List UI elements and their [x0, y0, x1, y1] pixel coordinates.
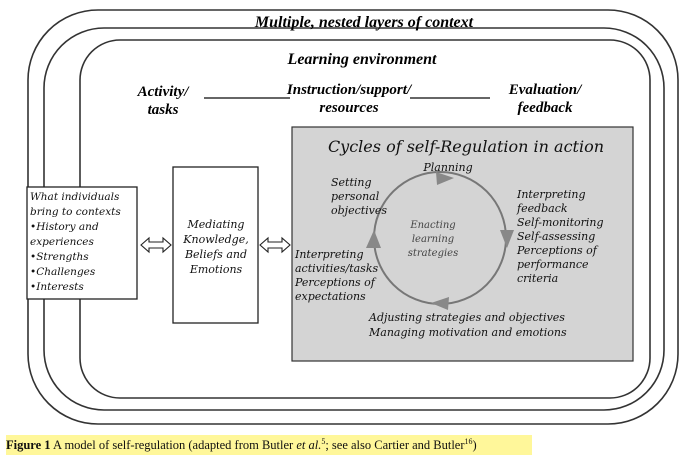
mediating-line: Knowledge,	[182, 233, 248, 246]
feedback-line: Interpreting	[516, 188, 586, 201]
individuals-line: bring to contexts	[30, 206, 121, 218]
caption-text: )	[472, 438, 477, 452]
mediating-line: Emotions	[189, 263, 243, 276]
figure-caption: Figure 1 A model of self-regulation (ada…	[6, 435, 532, 455]
individuals-line: What individuals	[30, 191, 120, 203]
individuals-line: •History and	[30, 221, 99, 233]
setting-line: objectives	[331, 204, 387, 217]
caption-ref: 16	[464, 436, 473, 446]
instruction-label-line2: resources	[319, 100, 378, 116]
double-arrow-icon	[140, 236, 172, 254]
mediating-line: Mediating	[187, 218, 245, 231]
activities-line: Perceptions of	[294, 276, 377, 289]
activity-label-line2: tasks	[148, 102, 179, 118]
individuals-line: •Strengths	[30, 251, 89, 263]
cycles-title: Cycles of self-Regulation in action	[328, 137, 604, 156]
enacting-line: Enacting	[409, 220, 455, 231]
cycle-arrow-icon	[366, 230, 381, 248]
caption-etal: et al.	[296, 438, 322, 452]
individuals-box	[26, 186, 138, 300]
adjusting-line: Managing motivation and emotions	[368, 326, 567, 339]
evaluation-label-line2: feedback	[518, 100, 573, 116]
instruction-label-line1: Instruction/support/	[286, 82, 413, 98]
activities-line: Interpreting	[294, 248, 364, 261]
enacting-line: learning	[412, 234, 454, 245]
feedback-line: feedback	[516, 202, 568, 215]
cycle-arrow-icon	[431, 297, 449, 310]
caption-text: A model of self-regulation (adapted from…	[50, 438, 297, 452]
learning-environment-title: Learning environment	[287, 51, 437, 68]
feedback-line: criteria	[517, 272, 558, 285]
mediating-box	[172, 166, 259, 324]
figure-label: Figure 1	[6, 438, 51, 452]
cycle-arrow-icon	[500, 230, 514, 248]
feedback-line: performance	[517, 258, 589, 271]
feedback-line: Perceptions of	[516, 244, 599, 257]
individuals-line: •Challenges	[30, 266, 96, 278]
cycle-arrow-icon	[436, 172, 454, 185]
double-arrow-icon	[259, 236, 291, 254]
activities-line: activities/tasks	[295, 262, 378, 275]
setting-line: Setting	[331, 176, 372, 189]
activities-line: expectations	[295, 290, 366, 303]
mediating-line: Beliefs and	[184, 248, 247, 261]
outer-context-title: Multiple, nested layers of context	[254, 14, 474, 31]
adjusting-line: Adjusting strategies and objectives	[368, 311, 565, 324]
enacting-line: strategies	[408, 248, 458, 259]
individuals-line: •Interests	[30, 281, 84, 293]
setting-line: personal	[331, 190, 380, 203]
cycles-panel	[291, 126, 634, 362]
individuals-text: What individuals bring to contexts •Hist…	[30, 191, 121, 293]
caption-ref: 5	[321, 436, 326, 446]
evaluation-label-line1: Evaluation/	[508, 82, 583, 98]
feedback-line: Self-assessing	[517, 230, 595, 243]
activity-label-line1: Activity/	[137, 84, 191, 100]
caption-text: ; see also Cartier and Butler	[325, 438, 465, 452]
planning-label: Planning	[422, 161, 472, 174]
individuals-line: experiences	[30, 236, 95, 248]
feedback-line: Self-monitoring	[517, 216, 604, 229]
